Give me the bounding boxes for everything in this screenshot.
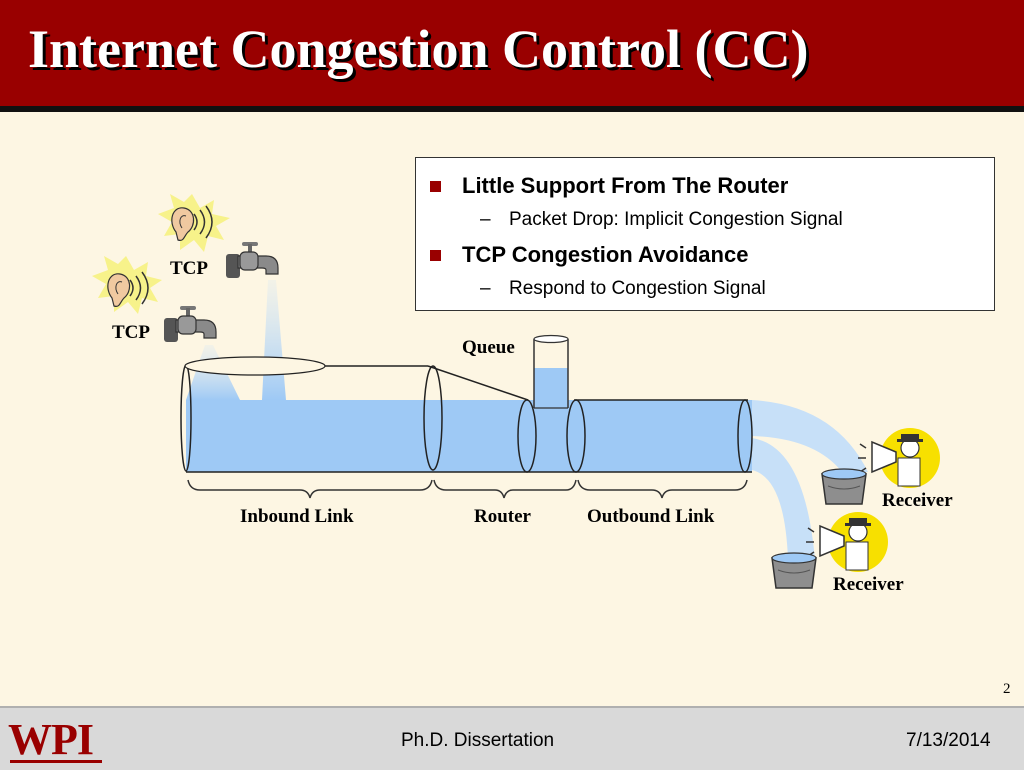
pipe-joint [423,365,443,471]
receiver-label-2: Receiver [833,574,904,595]
router-joint [517,399,537,473]
slide-title: Internet Congestion Control (CC) [28,19,809,79]
router-label: Router [474,506,531,527]
footer-title: Ph.D. Dissertation [401,730,555,751]
ear-icon [158,194,230,252]
pipe-water [186,400,752,472]
faucet-icon [164,306,217,342]
outflow-stream [752,400,868,472]
tcp-label-1: TCP [170,258,208,279]
outflow-stream [752,438,815,560]
outbound-link-label: Outbound Link [587,506,715,527]
bucket-icon [771,552,817,589]
bullet-square-icon [430,181,441,192]
megaphone-icon [858,440,897,474]
bullet-square-icon [430,250,441,261]
title-bar: Internet Congestion Control (CC) [0,0,1024,112]
congestion-diagram [92,194,940,589]
brace-outbound [577,479,748,499]
ear-icon [92,256,162,314]
receiver-label-1: Receiver [882,490,953,511]
faucet-icon [226,242,279,278]
queue-label: Queue [462,337,515,358]
bullet-1-sub: Packet Drop: Implicit Congestion Signal [509,209,843,230]
bullet-1: Little Support From The Router [462,173,789,198]
dash-icon: – [480,278,491,299]
bullet-2-sub: Respond to Congestion Signal [509,278,766,299]
bucket-icon [821,468,867,505]
bullet-2: TCP Congestion Avoidance [462,242,749,267]
brace-inbound [187,479,433,499]
router-joint [566,399,586,473]
wpi-logo: WPI [6,712,102,764]
footer-date: 7/13/2014 [906,730,991,751]
megaphone-icon [806,524,845,558]
inbound-link-label: Inbound Link [240,506,354,527]
page-number: 2 [1003,681,1011,697]
queue-tube-top [533,334,569,344]
receiver-person-icon [880,428,940,488]
footer: WPI Ph.D. Dissertation 7/13/2014 [0,706,1024,770]
pipe-top-opening [184,356,326,376]
faucet-stream [262,280,286,400]
receiver-person-icon [828,512,888,572]
queue-water [534,368,568,408]
bullet-box: Little Support From The Router – Packet … [415,157,995,311]
pipe-outlet [737,399,753,473]
brace-router [433,479,577,499]
dash-icon: – [480,209,491,230]
tcp-label-2: TCP [112,322,150,343]
